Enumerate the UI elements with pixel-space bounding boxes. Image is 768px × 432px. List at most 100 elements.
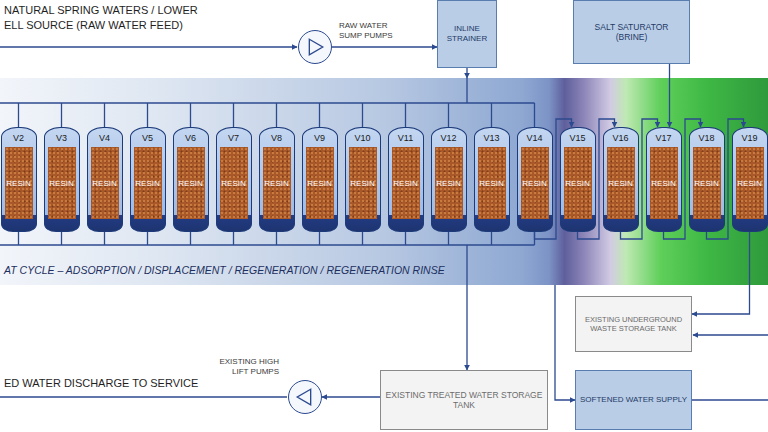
inlet-branch xyxy=(319,103,320,127)
storage-tank: EXISTING UNDERGROUND WASTE STORAGE TANK xyxy=(575,296,692,352)
resin-label: RESIN xyxy=(221,179,245,189)
resin-label: RESIN xyxy=(436,179,460,189)
resin-label: RESIN xyxy=(178,179,202,189)
raw-feed-pipe xyxy=(0,46,297,47)
resin-vessel: V19RESIN xyxy=(732,127,768,232)
flow-note: ELL SOURCE (RAW WATER FEED) xyxy=(4,19,183,32)
box-label: INLINE STRAINER xyxy=(442,24,492,44)
flow-pipe xyxy=(466,285,467,370)
resin-label: RESIN xyxy=(135,179,159,189)
vessel-number: V5 xyxy=(142,133,153,143)
resin-vessel: V2RESIN xyxy=(1,127,37,232)
inlet-branch xyxy=(534,103,535,127)
process-box: INLINE STRAINER xyxy=(437,0,497,68)
resin-label: RESIN xyxy=(6,179,30,189)
resin-vessel: V8RESIN xyxy=(259,127,295,232)
feed-pipe xyxy=(466,78,467,103)
resin-label: RESIN xyxy=(479,179,503,189)
outlet-branch xyxy=(276,232,277,245)
resin-label: RESIN xyxy=(350,179,374,189)
box-label: SALT SATURATOR (BRINE) xyxy=(578,22,685,43)
pump-symbol: EXISTING HIGH LIFT PUMPS xyxy=(288,380,322,414)
resin-vessel: V9RESIN xyxy=(302,127,338,232)
pump-triangle xyxy=(309,39,322,54)
inlet-branch xyxy=(362,103,363,127)
resin-vessel: V18RESIN xyxy=(689,127,725,232)
outlet-branch xyxy=(448,232,449,245)
vessel-number: V4 xyxy=(99,133,110,143)
resin-label: RESIN xyxy=(49,179,73,189)
pump-label: RAW WATER SUMP PUMPS xyxy=(339,21,397,41)
cycle-band: AT CYCLE – ADSORPTION / DISPLACEMENT / R… xyxy=(0,78,768,285)
resin-label: RESIN xyxy=(393,179,417,189)
pump-triangle xyxy=(299,31,331,63)
storage-tank: EXISTING TREATED WATER STORAGE TANK xyxy=(380,370,548,430)
pump-triangle xyxy=(289,381,321,413)
resin-vessel: V12RESIN xyxy=(431,127,467,232)
inlet-branch xyxy=(233,103,234,127)
resin-label: RESIN xyxy=(92,179,116,189)
box-label: EXISTING UNDERGROUND WASTE STORAGE TANK xyxy=(580,315,687,334)
resin-vessel: V17RESIN xyxy=(646,127,682,232)
vessel-number: V12 xyxy=(440,133,456,143)
resin-label: RESIN xyxy=(307,179,331,189)
outlet-branch xyxy=(319,232,320,245)
inlet-branch xyxy=(190,103,191,127)
outlet-branch xyxy=(147,232,148,245)
vessel-number: V15 xyxy=(569,133,585,143)
inlet-branch xyxy=(61,103,62,127)
resin-vessel: V11RESIN xyxy=(388,127,424,232)
resin-vessel: V6RESIN xyxy=(173,127,209,232)
resin-vessel: V16RESIN xyxy=(603,127,639,232)
softened-outlet-pipe xyxy=(692,399,768,400)
outlet-branch xyxy=(405,232,406,245)
discharge-pipe xyxy=(0,396,287,397)
outlet-manifold xyxy=(0,244,535,245)
pump-label: EXISTING HIGH LIFT PUMPS xyxy=(209,357,279,377)
vessel-number: V3 xyxy=(56,133,67,143)
pump-label: EXISTING HIGH LIFT PUMPS xyxy=(209,357,279,377)
box-label: EXISTING TREATED WATER STORAGE TANK xyxy=(385,390,543,411)
inlet-branch xyxy=(147,103,148,127)
flow-pipe xyxy=(555,285,575,400)
resin-label: RESIN xyxy=(522,179,546,189)
inlet-branch xyxy=(18,103,19,127)
treated-pipe xyxy=(466,245,467,285)
vessel-number: V2 xyxy=(13,133,24,143)
resin-vessel: V13RESIN xyxy=(474,127,510,232)
inlet-manifold xyxy=(0,102,535,103)
vessel-number: V19 xyxy=(741,133,757,143)
vessel-number: V9 xyxy=(314,133,325,143)
vessel-number: V14 xyxy=(526,133,542,143)
vessel-number: V6 xyxy=(185,133,196,143)
pump-symbol: RAW WATER SUMP PUMPS xyxy=(298,30,332,64)
flow-pipe xyxy=(692,232,750,314)
vessel-number: V16 xyxy=(612,133,628,143)
process-box: SOFTENED WATER SUPPLY xyxy=(575,370,692,430)
vessel-number: V8 xyxy=(271,133,282,143)
vessel-number: V10 xyxy=(354,133,370,143)
resin-vessel: V10RESIN xyxy=(345,127,381,232)
cycle-caption: AT CYCLE – ADSORPTION / DISPLACEMENT / R… xyxy=(4,264,445,276)
box-label: SOFTENED WATER SUPPLY xyxy=(580,395,687,405)
resin-label: RESIN xyxy=(608,179,632,189)
vessel-number: V18 xyxy=(698,133,714,143)
resin-vessel: V5RESIN xyxy=(130,127,166,232)
resin-label: RESIN xyxy=(565,179,589,189)
resin-label: RESIN xyxy=(651,179,675,189)
flow-pipe xyxy=(332,46,437,47)
outlet-branch xyxy=(362,232,363,245)
inlet-branch xyxy=(276,103,277,127)
outlet-branch xyxy=(104,232,105,245)
flow-note: NATURAL SPRING WATERS / LOWER xyxy=(4,4,198,17)
resin-label: RESIN xyxy=(694,179,718,189)
resin-vessel: V7RESIN xyxy=(216,127,252,232)
outlet-branch xyxy=(18,232,19,245)
vessel-number: V13 xyxy=(483,133,499,143)
outlet-branch xyxy=(190,232,191,245)
inlet-branch xyxy=(491,103,492,127)
flow-pipe xyxy=(322,396,380,397)
inlet-branch xyxy=(104,103,105,127)
resin-vessel: V4RESIN xyxy=(87,127,123,232)
